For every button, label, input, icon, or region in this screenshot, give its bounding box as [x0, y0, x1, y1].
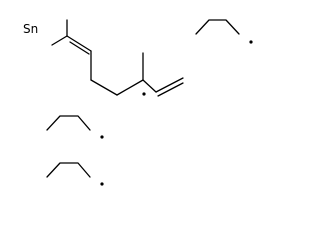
butyl-radical-middle — [46, 115, 104, 139]
butyl-middle-chain — [46, 115, 91, 131]
trisubstituted-alkene-bond — [66, 35, 92, 52]
structure-canvas: Sn — [23, 19, 253, 186]
terminal-methyl-left-bond — [51, 35, 68, 46]
radical-dot-chain — [142, 92, 146, 96]
butyl-bottom-chain — [46, 162, 91, 178]
butyl-radical-bottom — [46, 162, 104, 186]
butyl-top-right-chain — [195, 19, 240, 35]
tin-atom-label: Sn — [23, 22, 38, 36]
vinyl-single-bond — [142, 79, 157, 93]
trisubstituted-alkene-second-line — [69, 41, 90, 55]
dimethyl-octadienyl-chain — [51, 19, 184, 97]
radical-dot-middle — [100, 135, 104, 139]
vinyl-double-bond-inner — [157, 82, 184, 97]
chain-bond-c5-c6 — [116, 79, 144, 96]
vinyl-double-bond-outer — [155, 77, 184, 93]
butyl-radical-top-right — [195, 19, 253, 44]
molecule-diagram: Sn — [23, 19, 253, 186]
radical-dot-bottom — [100, 182, 104, 186]
chain-bond-c4-c5 — [90, 79, 118, 96]
radical-dot-top-right — [249, 40, 253, 44]
